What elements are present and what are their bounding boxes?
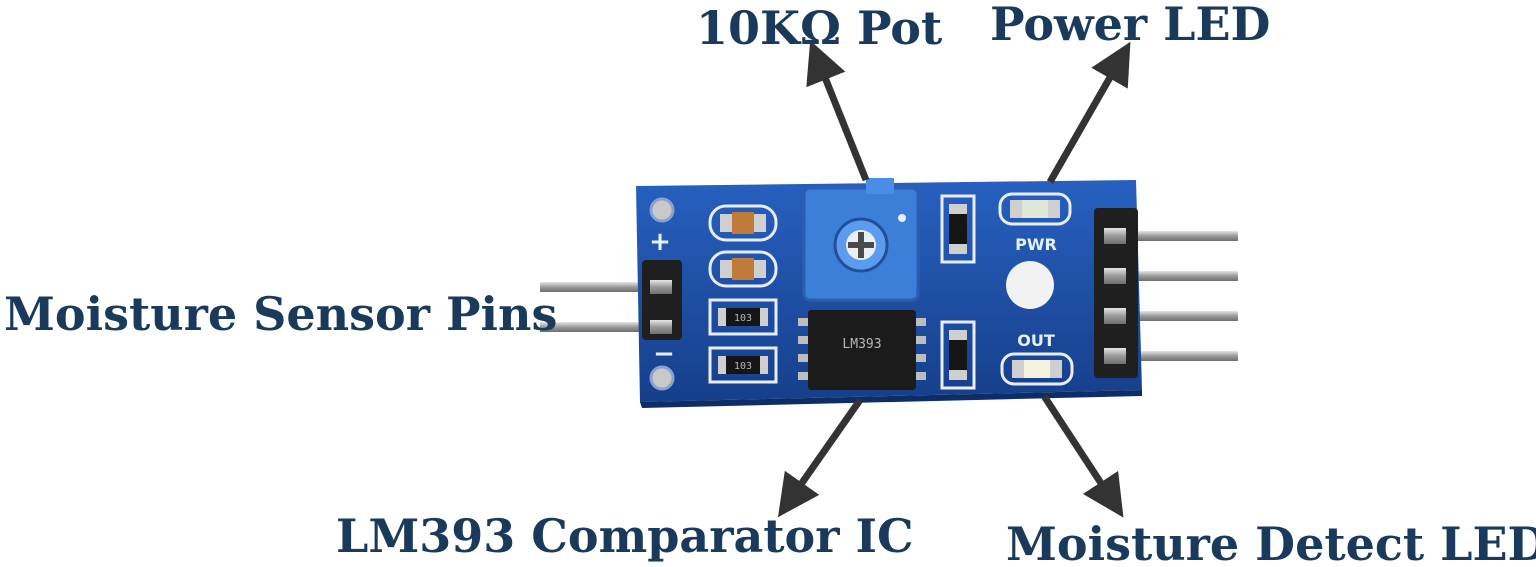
power-led-arrow — [1046, 41, 1131, 184]
pot-label: 10KΩ Pot — [696, 1, 943, 55]
comparator-arrow — [777, 397, 863, 518]
potentiometer — [802, 178, 920, 302]
detect-led — [1000, 352, 1074, 386]
resistor: 103 — [708, 298, 778, 336]
pwr-label: PWR — [1015, 235, 1057, 254]
right-pin-header — [1094, 208, 1138, 378]
resistor-code: 103 — [734, 313, 752, 324]
lm393-chip: LM393 — [798, 310, 926, 390]
resistor-code: 103 — [734, 361, 752, 372]
capacitor — [708, 250, 778, 288]
resistor — [940, 194, 976, 264]
left-pin-header — [642, 260, 682, 340]
callout-arrows — [777, 40, 1131, 518]
plus-mark: + — [649, 227, 671, 257]
resistor — [940, 320, 976, 390]
sensor-pins-label: Moisture Sensor Pins — [4, 287, 557, 341]
output-pins — [1110, 231, 1238, 361]
power-led-label: Power LED — [990, 0, 1270, 51]
sensor-pins — [540, 282, 650, 332]
out-label: OUT — [1017, 331, 1055, 350]
detect-led-label: Moisture Detect LED — [1006, 517, 1536, 567]
chip-marking: LM393 — [842, 337, 881, 352]
minus-mark: − — [653, 339, 675, 369]
mounting-hole — [649, 197, 1054, 391]
comparator-label: LM393 Comparator IC — [336, 509, 914, 563]
power-led — [998, 192, 1072, 226]
pot-arrow — [806, 40, 870, 182]
resistor: 103 — [708, 346, 778, 384]
capacitor — [708, 204, 778, 242]
detect-led-arrow — [1041, 394, 1124, 518]
